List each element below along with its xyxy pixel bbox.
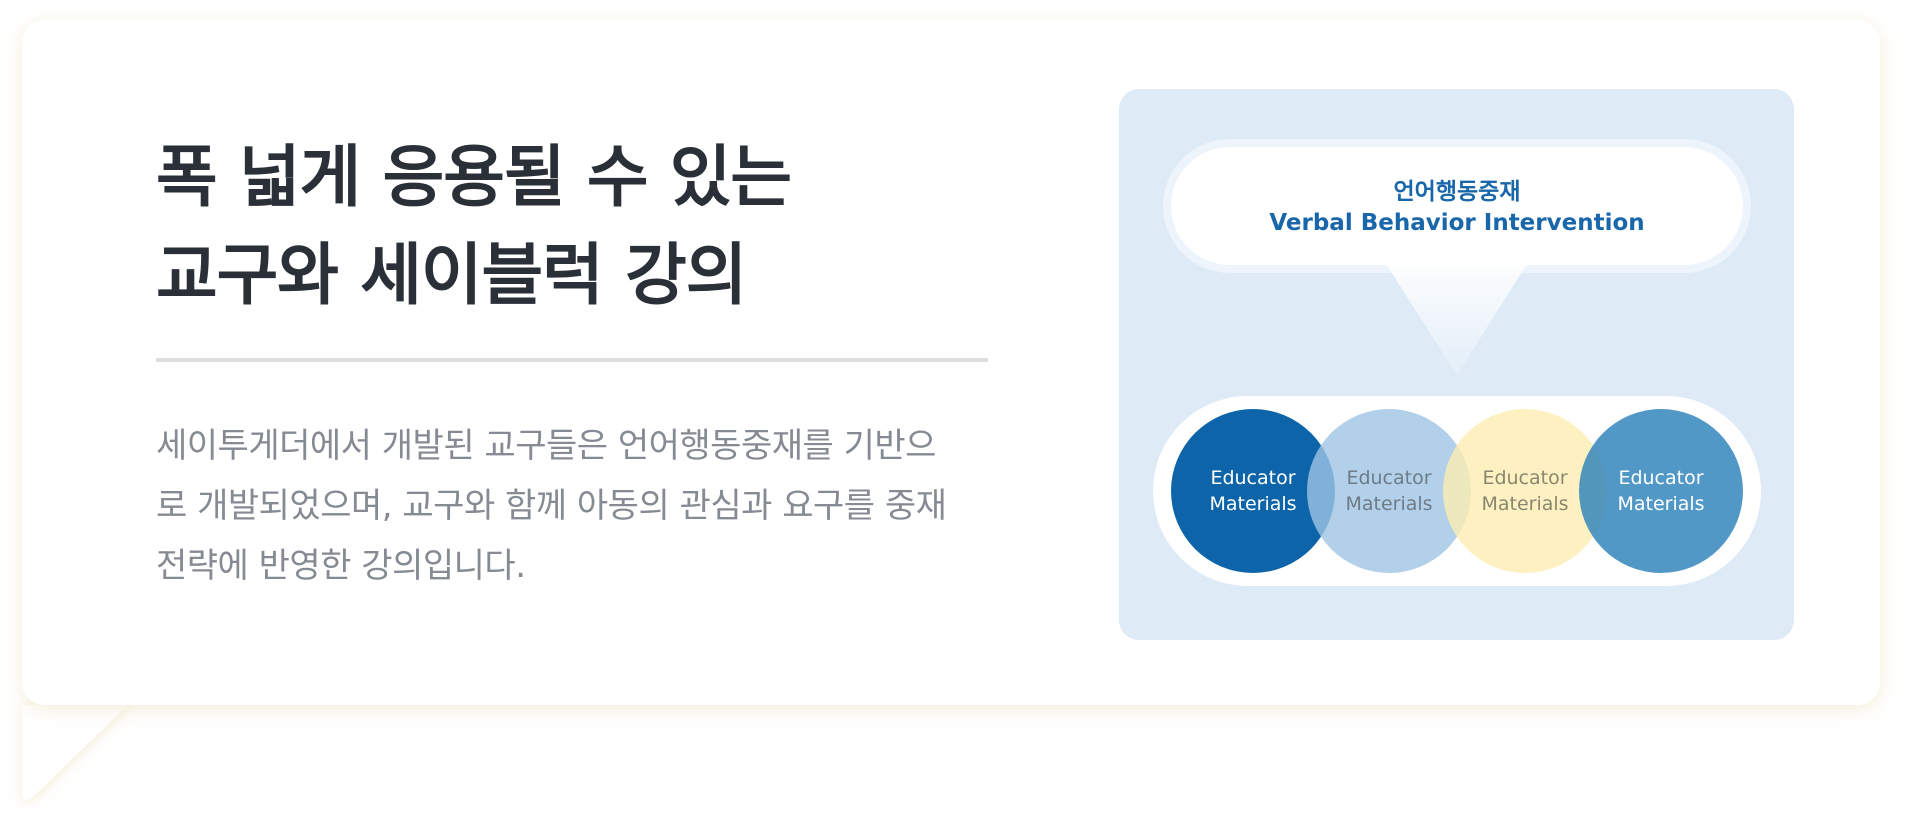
diagram-panel: 언어행동중재 Verbal Behavior Intervention Educ… [1119, 89, 1794, 640]
materials-circle-4: Educator Materials [1579, 409, 1743, 573]
circle-3-line-2: Materials [1481, 493, 1569, 515]
materials-circle-1: Educator Materials [1171, 409, 1335, 573]
divider [156, 358, 988, 362]
description-line-2: 로 개발되었으며, 교구와 함께 아동의 관심과 요구를 중재 [156, 486, 947, 526]
intervention-label-pill: 언어행동중재 Verbal Behavior Intervention [1171, 147, 1743, 265]
description: 세이투게더에서 개발된 교구들은 언어행동중재를 기반으 로 개발되었으며, 교… [156, 416, 986, 596]
circle-4-line-1: Educator [1618, 467, 1704, 489]
circle-3-line-1: Educator [1482, 467, 1568, 489]
funnel-connector [1383, 259, 1530, 375]
intervention-label-ko: 언어행동중재 [1393, 179, 1521, 205]
description-line-1: 세이투게더에서 개발된 교구들은 언어행동중재를 기반으 [156, 426, 936, 466]
intervention-label-en: Verbal Behavior Intervention [1269, 210, 1645, 236]
circle-4-line-2: Materials [1617, 493, 1705, 515]
title-line-1: 폭 넓게 응용될 수 있는 [156, 138, 792, 216]
text-section: 폭 넓게 응용될 수 있는 교구와 세이블럭 강의 세이투게더에서 개발된 교구… [156, 128, 988, 596]
materials-circle-3: Educator Materials [1443, 409, 1607, 573]
circle-2-line-2: Materials [1345, 493, 1433, 515]
materials-container: Educator Materials Educator Materials Ed… [1153, 396, 1761, 586]
circle-1-line-2: Materials [1209, 493, 1297, 515]
circle-2-line-1: Educator [1346, 467, 1432, 489]
title-line-2: 교구와 세이블럭 강의 [156, 236, 747, 314]
description-line-3: 전략에 반영한 강의입니다. [156, 546, 526, 586]
page-title: 폭 넓게 응용될 수 있는 교구와 세이블럭 강의 [156, 128, 986, 324]
circle-1-line-1: Educator [1210, 467, 1296, 489]
